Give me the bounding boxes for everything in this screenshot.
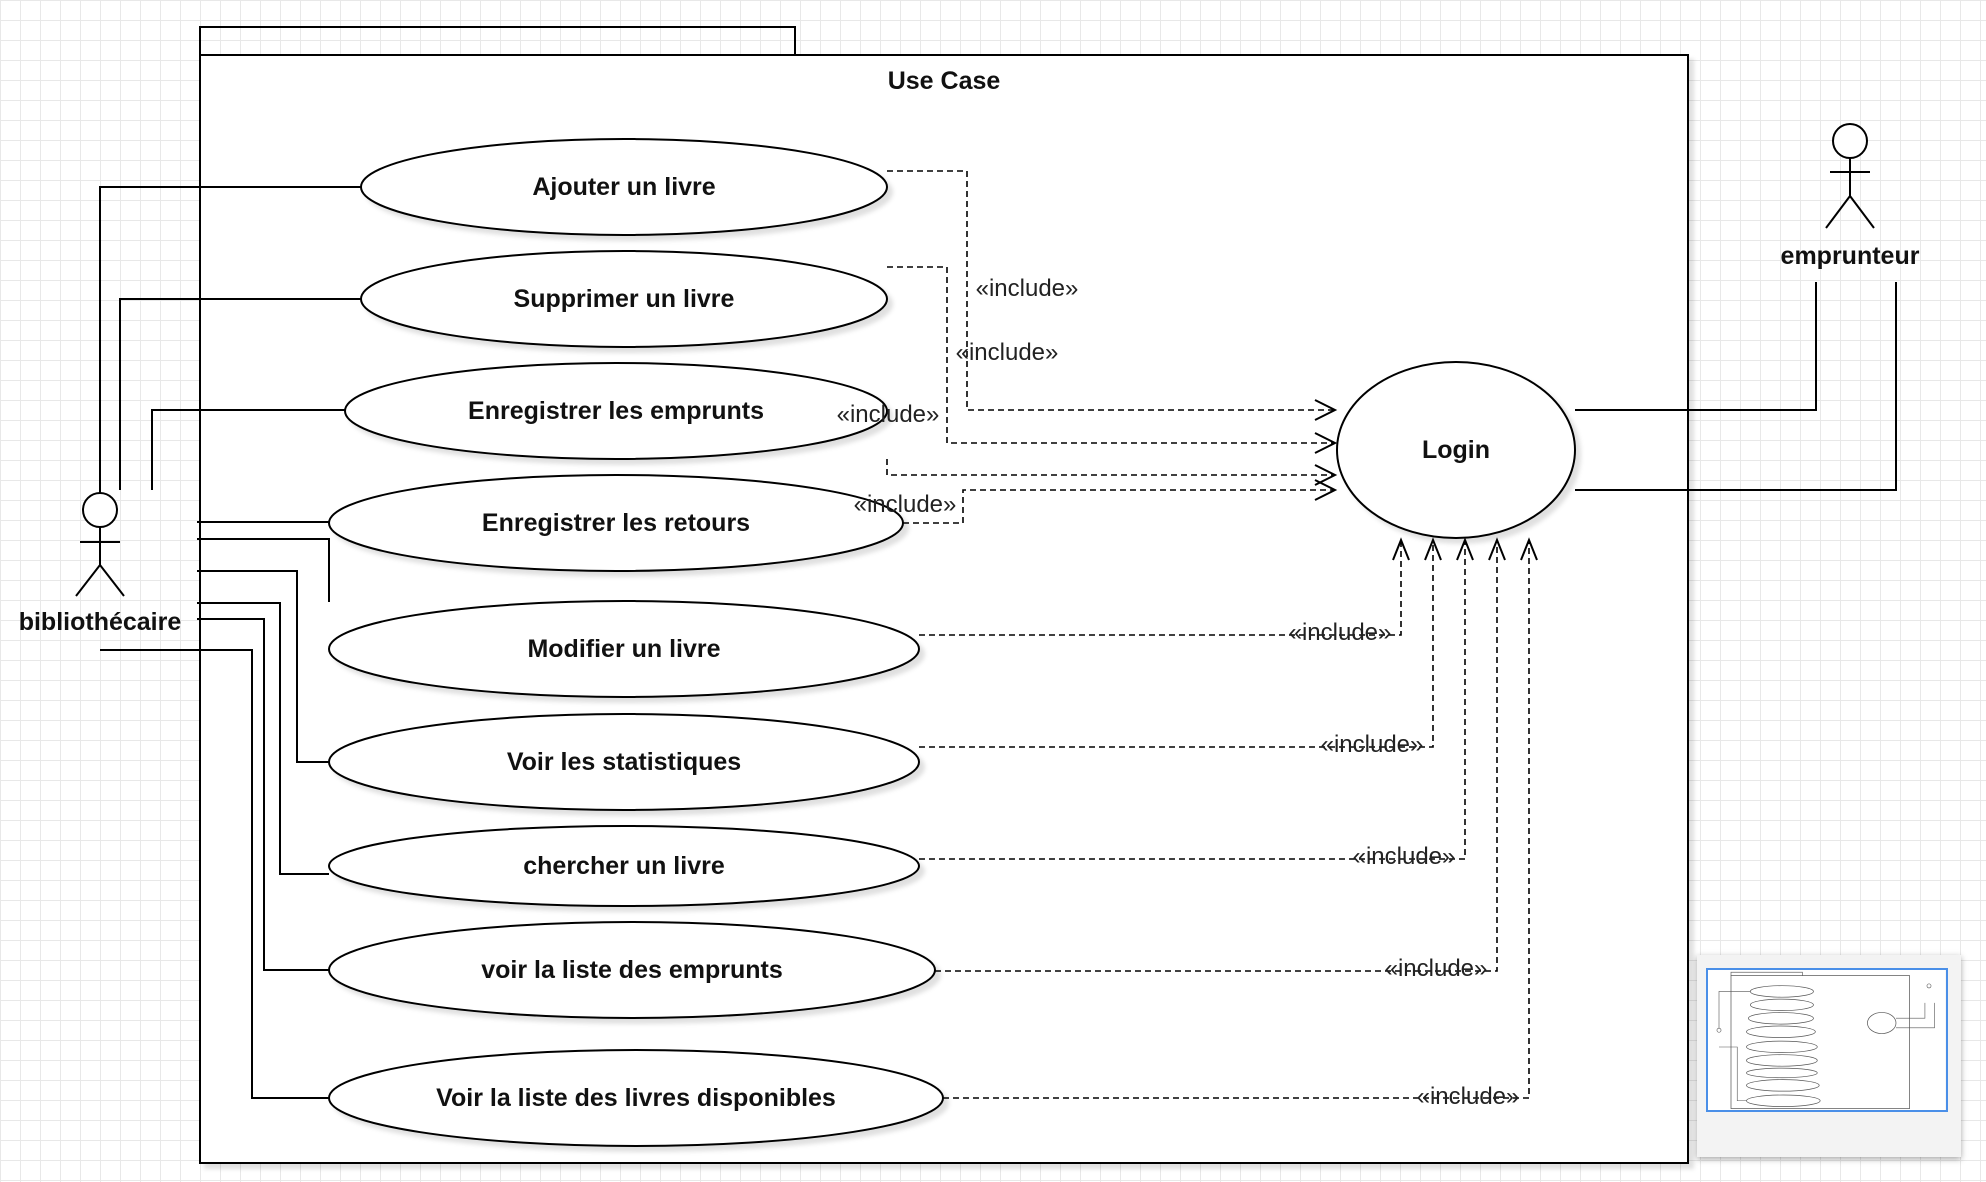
use-case-chercher[interactable] [328, 825, 920, 907]
borrower-associations [1575, 282, 1897, 491]
include-label: «include» [837, 401, 940, 428]
use-case-label: Voir la liste des livres disponibles [436, 1084, 836, 1112]
use-case-emprunts[interactable] [344, 362, 888, 460]
borrower-label: emprunteur [1781, 242, 1920, 270]
use-case-ellipses [328, 138, 1576, 1147]
use-case-supprimer[interactable] [360, 250, 888, 348]
use-case-modifier[interactable] [328, 600, 920, 698]
use-case-label: Voir les statistiques [507, 748, 741, 776]
include-label: «include» [1417, 1083, 1520, 1110]
use-case-label: Enregistrer les retours [482, 509, 750, 537]
librarian-actor[interactable] [75, 492, 125, 597]
use-case-login[interactable] [1336, 361, 1576, 539]
include-label: «include» [1385, 955, 1488, 982]
include-relations [886, 170, 1538, 1099]
use-case-liste-disponibles[interactable] [328, 1049, 944, 1147]
include-label: «include» [1353, 843, 1456, 870]
use-case-label: voir la liste des emprunts [481, 956, 783, 984]
use-case-label: Modifier un livre [527, 635, 720, 663]
include-labels: «include» «include» «include» «include» … [837, 275, 1520, 1110]
system-title: Use Case [888, 67, 1001, 95]
use-case-label: Enregistrer les emprunts [468, 397, 764, 425]
include-label: «include» [854, 491, 957, 518]
login-label: Login [1422, 436, 1490, 464]
include-label: «include» [1289, 619, 1392, 646]
use-case-statistiques[interactable] [328, 713, 920, 811]
include-label: «include» [956, 339, 1059, 366]
borrower-actor[interactable] [1825, 123, 1875, 229]
use-case-retours[interactable] [328, 474, 904, 572]
include-label: «include» [976, 275, 1079, 302]
use-case-liste-emprunts[interactable] [328, 921, 936, 1019]
use-case-label: Ajouter un livre [532, 173, 715, 201]
outline-minimap[interactable] [1697, 955, 1961, 1157]
use-case-label: chercher un livre [523, 852, 725, 880]
include-label: «include» [1321, 731, 1424, 758]
use-case-labels: Ajouter un livre Supprimer un livre Enre… [436, 173, 1490, 1112]
minimap-preview [1706, 968, 1948, 1112]
use-case-label: Supprimer un livre [514, 285, 735, 313]
librarian-label: bibliothécaire [19, 608, 182, 636]
librarian-associations [99, 186, 361, 1099]
use-case-ajouter[interactable] [360, 138, 888, 236]
